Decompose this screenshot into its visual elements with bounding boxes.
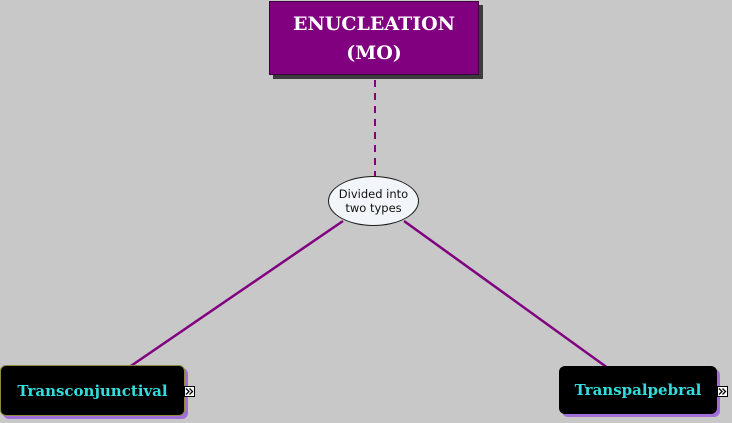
linking-phrase-node[interactable]: Divided into two types [328,176,419,226]
double-chevron-right-icon[interactable] [184,386,195,397]
phrase-to-transconjunctival-link [124,219,344,372]
linking-phrase-text: Divided into two types [339,187,408,215]
linking-phrase-line2: two types [345,201,402,215]
linking-phrase-line1: Divided into [338,187,409,201]
concept-transpalpebral-label: Transpalpebral [574,381,702,399]
root-concept-enucleation[interactable]: ENUCLEATION (MO) [269,1,479,75]
phrase-to-transpalpebral-link [403,219,613,373]
double-chevron-right-icon[interactable] [717,386,728,397]
root-concept-subtitle: (MO) [346,42,402,64]
concept-transpalpebral[interactable]: Transpalpebral [559,366,717,414]
concept-transconjunctival[interactable]: Transconjunctival [0,365,185,416]
root-concept-title: ENUCLEATION [292,13,456,35]
concept-transconjunctival-label: Transconjunctival [17,381,168,400]
